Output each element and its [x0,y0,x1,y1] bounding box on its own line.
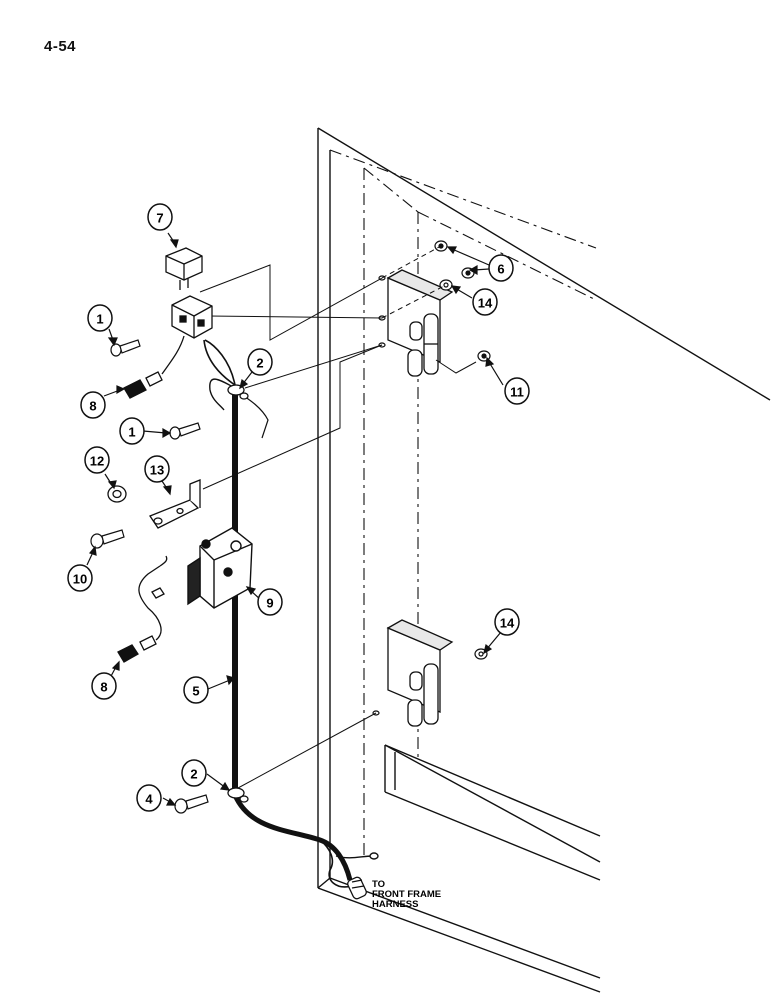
callout-label: 11 [510,385,524,400]
harness-clip-lower [227,787,249,803]
callout-circle [504,377,530,405]
callouts: 7 1 8 2 1 12 13 10 9 8 5 2 4 6 14 11 14 [67,203,530,812]
note-line-2: FRONT FRAME [372,889,441,900]
callout-9: 9 [257,588,283,616]
callout-circle [87,304,113,332]
note-line-3: HARNESS [372,899,418,910]
callout-circle [472,288,498,316]
callout-label: 13 [150,463,164,478]
callout-14: 14 [472,288,498,316]
callout-10: 10 [67,564,93,592]
callout-circle [67,564,93,592]
callout-label: 2 [256,356,263,371]
callout-6: 6 [488,254,514,282]
callout-14: 14 [494,608,520,636]
callout-12: 12 [84,446,110,474]
nut-12 [107,485,127,503]
front-frame-connector [347,876,367,900]
callout-circle [144,455,170,483]
screw-lower-4 [174,794,209,814]
callout-label: 12 [90,454,104,469]
callout-8: 8 [80,391,106,419]
screw-middle [169,422,201,440]
callout-4: 4 [136,784,162,812]
ring-terminal [369,852,379,860]
callout-circle [183,676,209,704]
frame-holes [372,275,386,716]
page-number: 4-54 [44,38,77,55]
callout-circle [257,588,283,616]
callout-1: 1 [119,417,145,445]
callout-circle [181,759,207,787]
screw-upper [110,339,141,357]
bracket-13 [149,479,201,529]
cab-frame [317,127,771,993]
callout-circle [119,417,145,445]
callout-11: 11 [504,377,530,405]
callout-circle [247,348,273,376]
callout-7: 7 [147,203,173,231]
callout-label: 6 [497,262,504,277]
callout-circle [80,391,106,419]
callout-8: 8 [91,672,117,700]
callout-5: 5 [183,676,209,704]
callout-circle [91,672,117,700]
callout-label: 7 [156,211,163,226]
callout-label: 8 [100,680,107,695]
door-frame-hidden-lines [329,149,597,860]
callout-circle [136,784,162,812]
note-line-1: TO [372,879,385,890]
callout-circle [84,446,110,474]
door-switch [187,527,253,609]
callout-1: 1 [87,304,113,332]
callout-label: 1 [128,425,135,440]
callout-label: 14 [478,296,493,311]
connector-8-upper [123,335,185,399]
bolt-10 [90,529,125,549]
harness-note: TO FRONT FRAME HARNESS [372,879,444,910]
callout-circle [488,254,514,282]
callout-label: 5 [192,684,199,699]
callout-label: 10 [73,572,87,587]
lower-hinge [386,619,454,727]
relay-socket [171,295,213,339]
callout-label: 4 [145,792,153,807]
callout-label: 8 [89,399,96,414]
callout-2: 2 [247,348,273,376]
callout-label: 9 [266,596,273,611]
wire-harness [203,339,373,888]
relay [165,247,203,290]
connector-8-lower [117,555,168,663]
callout-label: 14 [500,616,515,631]
callout-label: 2 [190,767,197,782]
callout-13: 13 [144,455,170,483]
callout-circle [147,203,173,231]
callout-2: 2 [181,759,207,787]
callout-circle [494,608,520,636]
callout-label: 1 [96,312,103,327]
upper-hinge [386,269,454,377]
leader-lines [199,245,477,789]
